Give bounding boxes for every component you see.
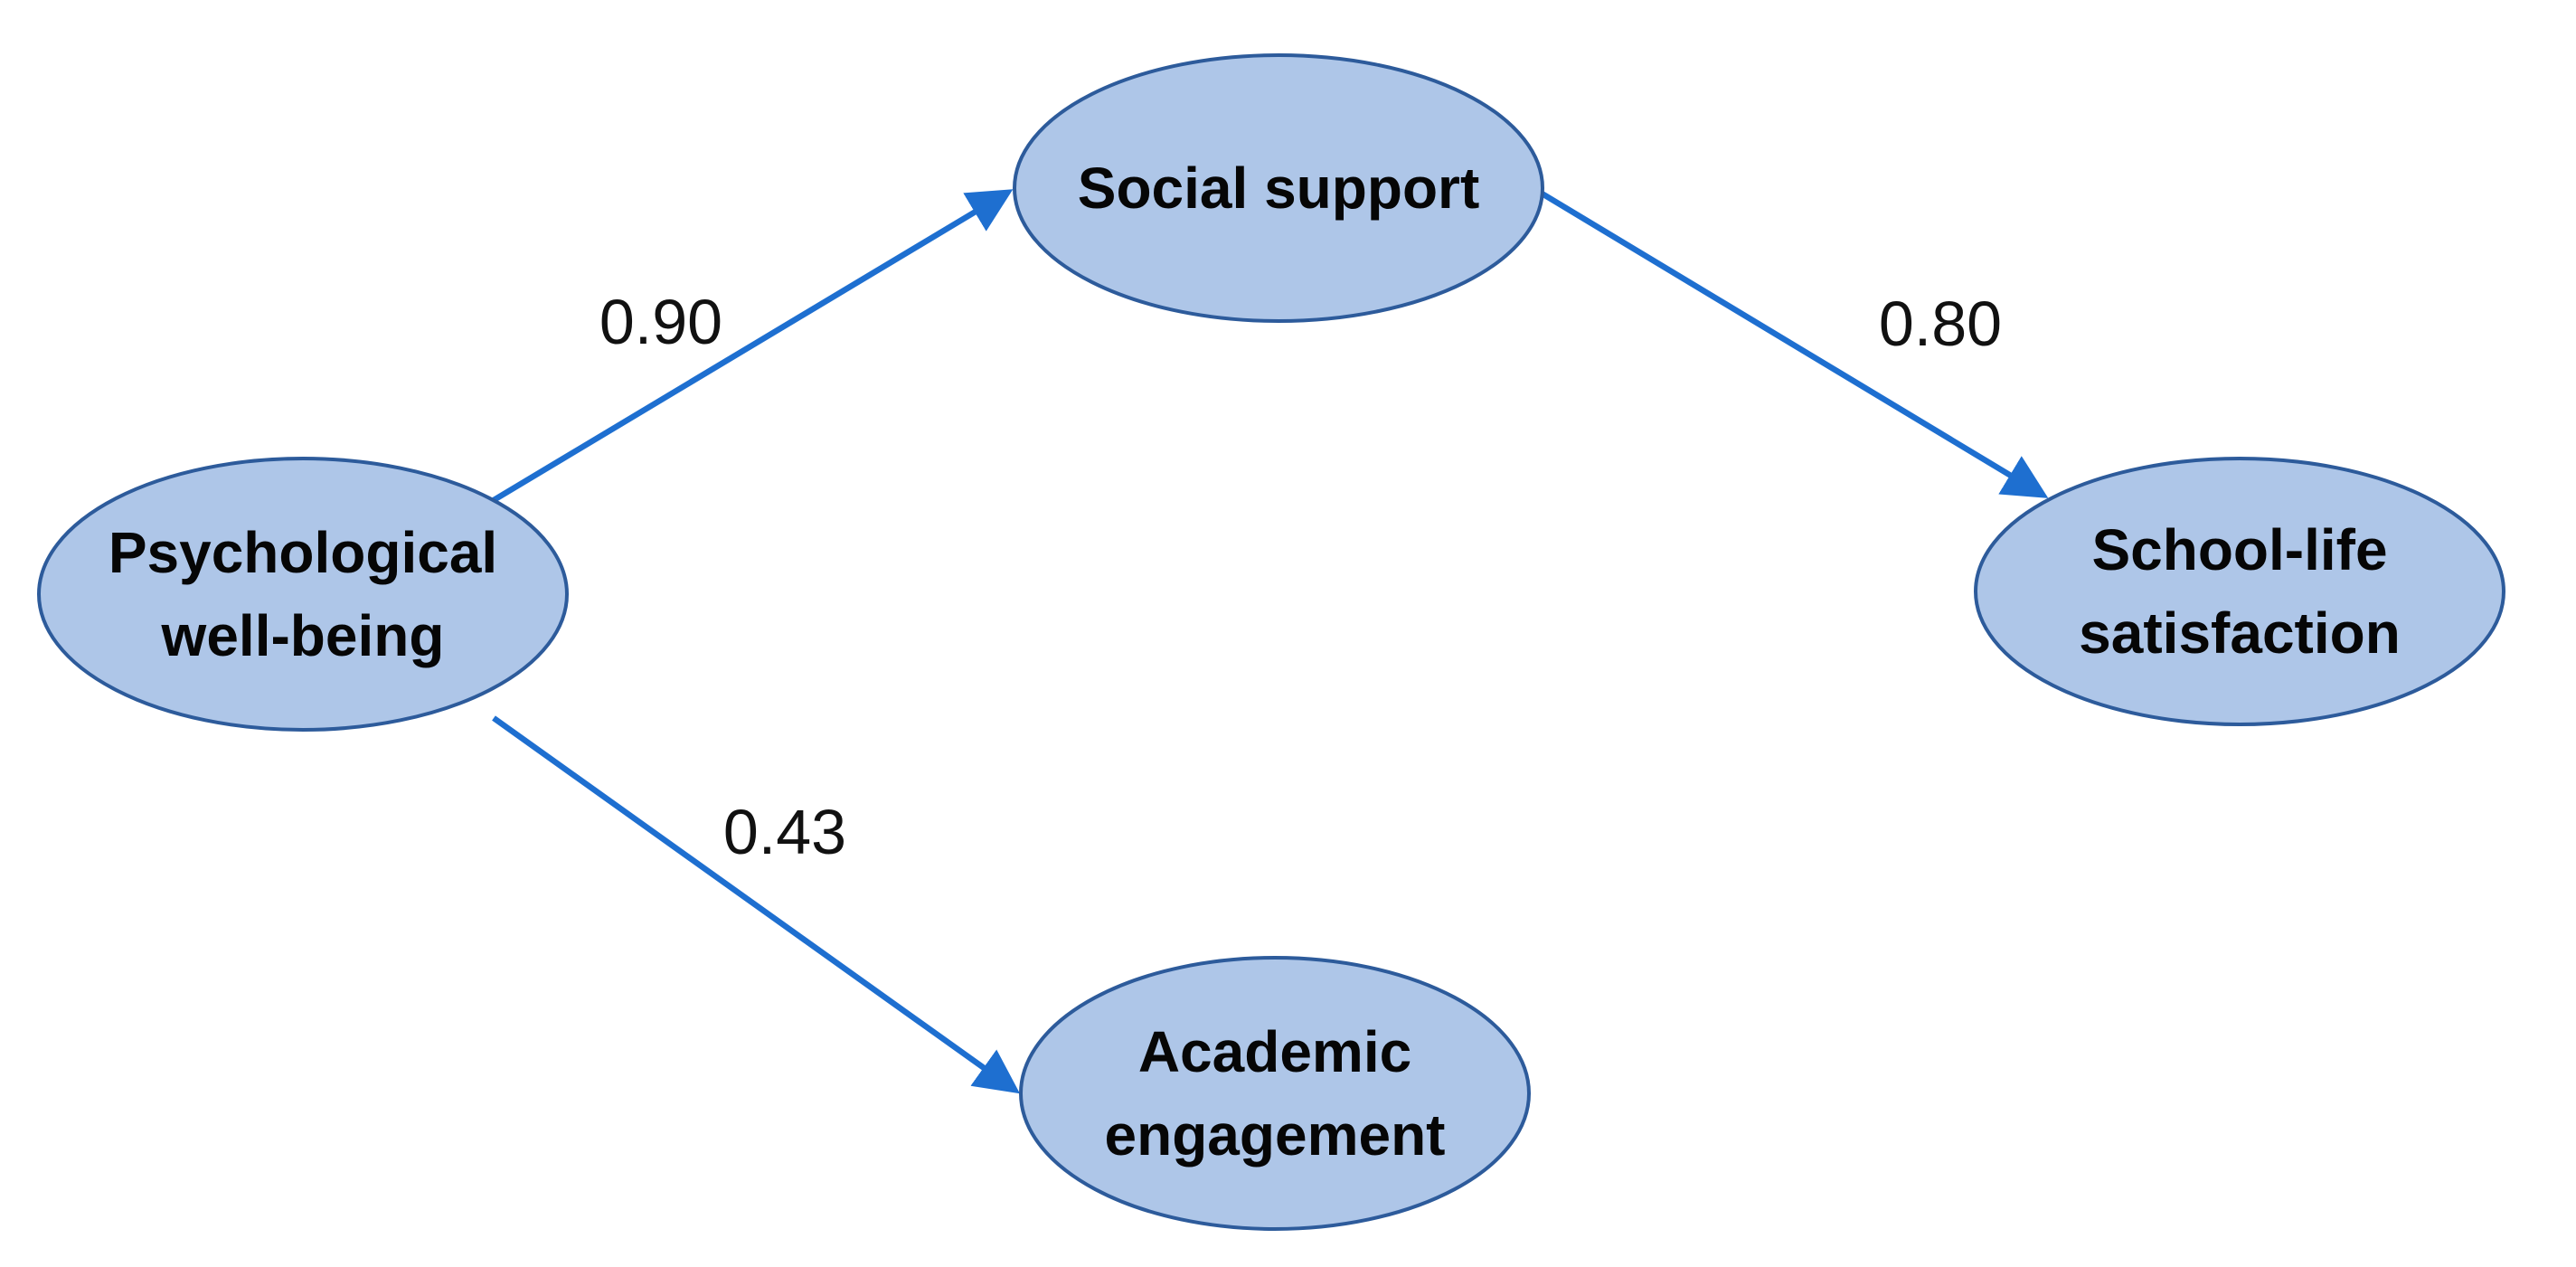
node-school-life-satisfaction: School-life satisfaction [1974,457,2505,726]
node-label-line: Psychological [109,520,497,585]
node-label: School-life satisfaction [2079,517,2401,666]
node-ellipse [1974,457,2505,726]
edge-weight-label: 0.80 [1879,288,2002,359]
node-label-line: Academic [1138,1019,1411,1084]
node-label-line: well-being [161,603,445,668]
node-psychological-well-being: Psychological well-being [37,457,569,732]
edge-psychological-well-being-to-academic-engagement: 0.43 [492,715,1021,1094]
node-label-line: engagement [1105,1102,1446,1168]
node-label-line: Social support [1078,156,1480,221]
node-label-line: satisfaction [2079,600,2401,666]
edge-weight-label: 0.43 [723,797,846,867]
node-label: Psychological well-being [109,520,497,668]
node-label: Academic engagement [1105,1019,1446,1168]
node-academic-engagement: Academic engagement [1019,956,1531,1231]
node-label: Social support [1078,156,1480,221]
node-ellipse [1019,956,1531,1231]
node-ellipse [1013,53,1544,323]
edge-arrow [1537,189,2049,498]
nodes-layer: Psychological well-being Social supportSch… [37,53,2505,1231]
edge-psychological-well-being-to-social-support: 0.90 [487,189,1014,506]
node-label-line: School-life [2091,517,2387,582]
edge-arrow [492,715,1021,1094]
edge-arrow [487,189,1014,506]
edge-social-support-to-school-life-satisfaction: 0.80 [1537,189,2049,498]
node-social-support: Social support [1013,53,1544,323]
edges-layer: 0.90 0.80 0.43 [487,189,2049,1094]
node-ellipse [37,457,569,732]
edge-weight-label: 0.90 [599,287,722,357]
